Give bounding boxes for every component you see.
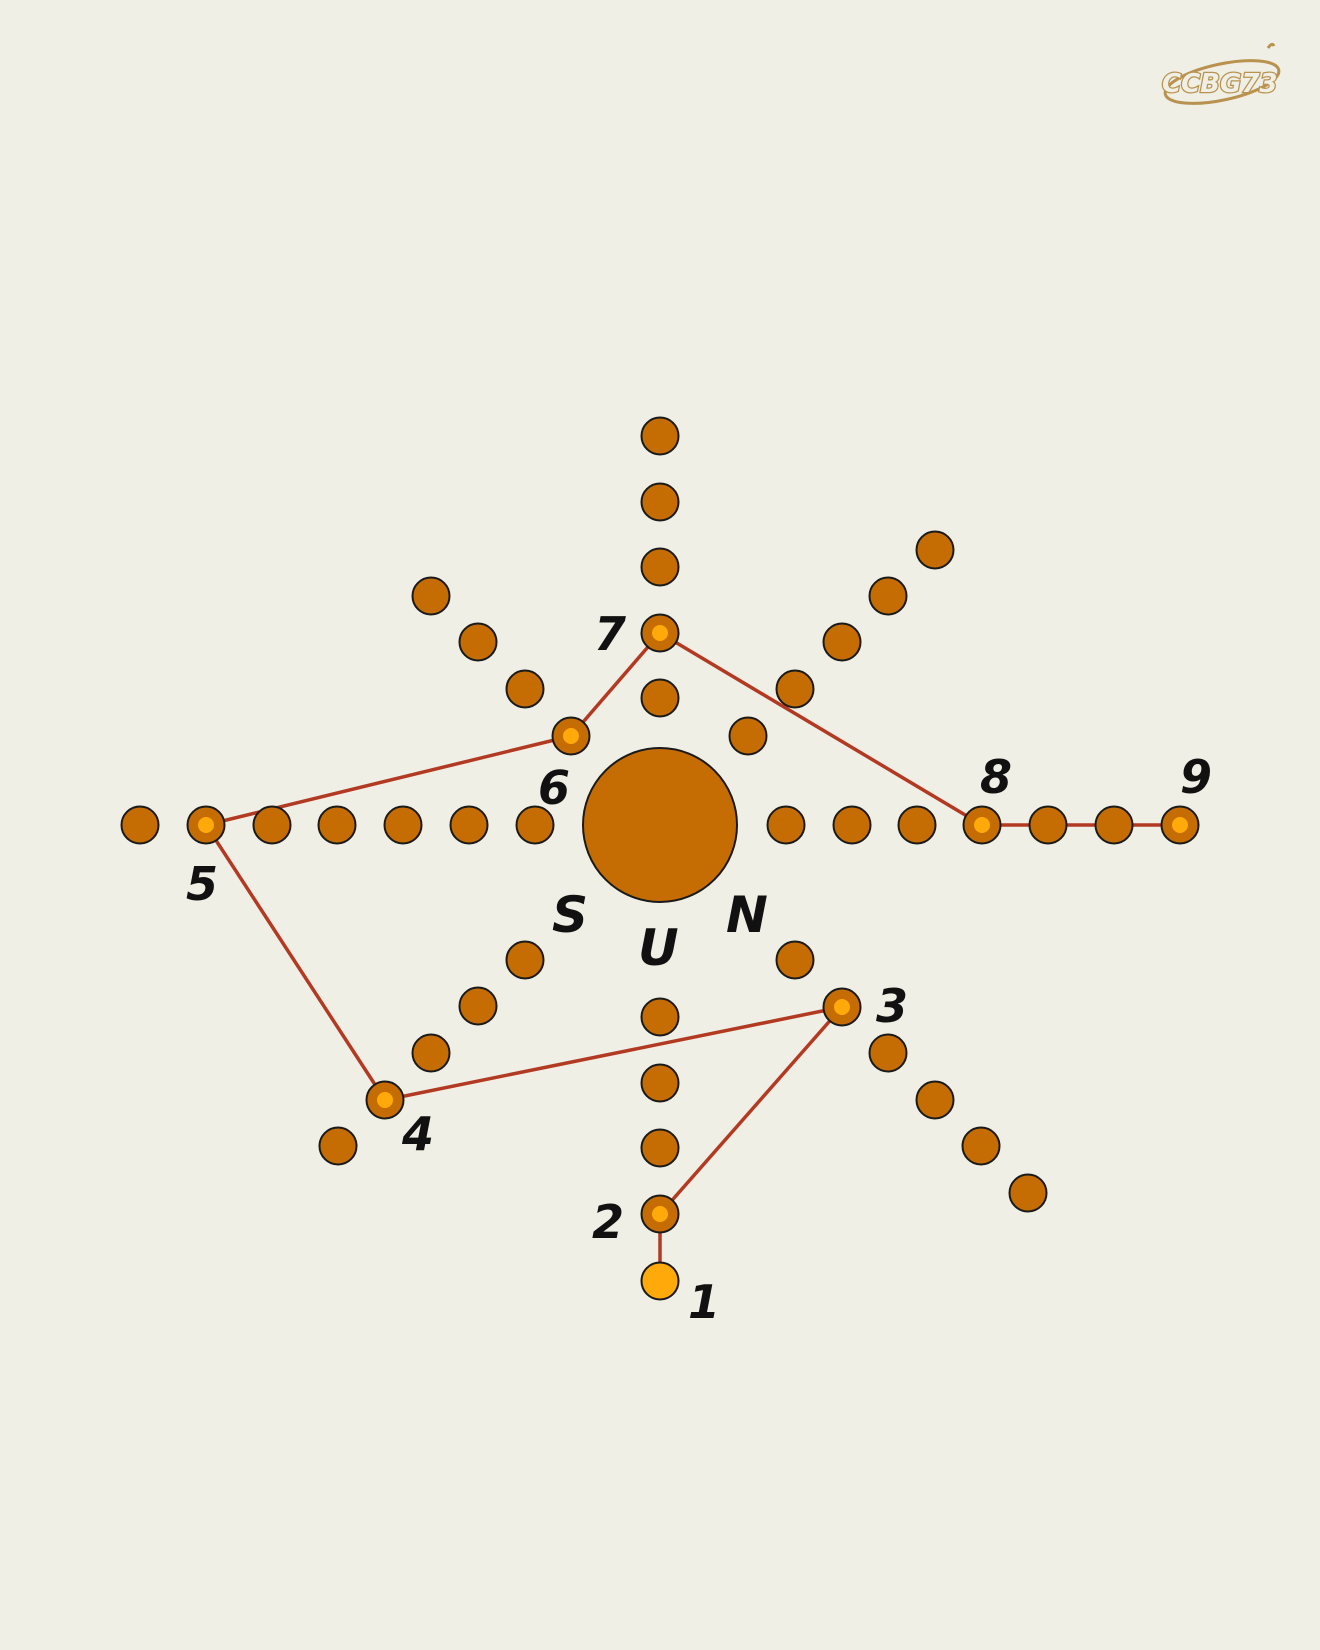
dot[interactable] bbox=[775, 669, 815, 709]
numbered-dot-center bbox=[377, 1092, 393, 1108]
dot[interactable] bbox=[317, 805, 357, 845]
numbered-dot-center bbox=[198, 817, 214, 833]
ccbg-logo: CCBG73 bbox=[1161, 42, 1281, 105]
number-label-5: 5 bbox=[186, 857, 218, 911]
dot[interactable] bbox=[411, 576, 451, 616]
number-label-3: 3 bbox=[876, 979, 908, 1033]
dot[interactable] bbox=[728, 716, 768, 756]
letter-n: N bbox=[726, 886, 768, 944]
dot[interactable] bbox=[515, 805, 555, 845]
dot[interactable] bbox=[640, 997, 680, 1037]
dot[interactable] bbox=[1094, 805, 1134, 845]
dot[interactable] bbox=[640, 678, 680, 718]
numbered-dot-center bbox=[563, 728, 579, 744]
number-label-9: 9 bbox=[1180, 750, 1212, 804]
numbered-dot-center bbox=[652, 625, 668, 641]
dot[interactable] bbox=[1008, 1173, 1048, 1213]
start-dot[interactable] bbox=[640, 1261, 680, 1301]
number-label-7: 7 bbox=[594, 607, 626, 661]
numbered-dot-center bbox=[1172, 817, 1188, 833]
dot[interactable] bbox=[411, 1033, 451, 1073]
logo-flourish-icon bbox=[1266, 42, 1276, 49]
dot[interactable] bbox=[640, 1063, 680, 1103]
number-label-4: 4 bbox=[401, 1107, 434, 1161]
numbered-dot-center bbox=[834, 999, 850, 1015]
dot[interactable] bbox=[766, 805, 806, 845]
dot[interactable] bbox=[915, 1080, 955, 1120]
letter-s: S bbox=[552, 886, 588, 944]
dot[interactable] bbox=[505, 940, 545, 980]
dot[interactable] bbox=[458, 622, 498, 662]
number-label-6: 6 bbox=[538, 761, 570, 815]
dot[interactable] bbox=[458, 986, 498, 1026]
dot[interactable] bbox=[640, 1128, 680, 1168]
number-labels: 1 2 3 4 5 6 7 8 9 bbox=[186, 607, 1212, 1329]
dot[interactable] bbox=[640, 547, 680, 587]
dot[interactable] bbox=[383, 805, 423, 845]
number-label-8: 8 bbox=[980, 750, 1012, 804]
dot[interactable] bbox=[449, 805, 489, 845]
dot[interactable] bbox=[120, 805, 160, 845]
logo-text: CCBG73 bbox=[1162, 69, 1278, 99]
dot-grid bbox=[120, 416, 1200, 1301]
sun-center bbox=[582, 747, 738, 903]
logo-orbit-icon bbox=[1163, 59, 1281, 105]
number-label-2: 2 bbox=[592, 1195, 624, 1249]
dot[interactable] bbox=[897, 805, 937, 845]
dot[interactable] bbox=[868, 576, 908, 616]
dot[interactable] bbox=[640, 482, 680, 522]
dot[interactable] bbox=[832, 805, 872, 845]
dot[interactable] bbox=[961, 1126, 1001, 1166]
dot[interactable] bbox=[252, 805, 292, 845]
dot[interactable] bbox=[1028, 805, 1068, 845]
dot[interactable] bbox=[505, 669, 545, 709]
dot[interactable] bbox=[318, 1126, 358, 1166]
dot[interactable] bbox=[775, 940, 815, 980]
letter-u: U bbox=[638, 919, 679, 977]
numbered-dot-center bbox=[974, 817, 990, 833]
number-label-1: 1 bbox=[688, 1275, 720, 1329]
dot[interactable] bbox=[915, 530, 955, 570]
dot[interactable] bbox=[868, 1033, 908, 1073]
dot[interactable] bbox=[822, 622, 862, 662]
numbered-dot-center bbox=[652, 1206, 668, 1222]
center-letters: S U N bbox=[552, 886, 768, 977]
dot[interactable] bbox=[640, 416, 680, 456]
